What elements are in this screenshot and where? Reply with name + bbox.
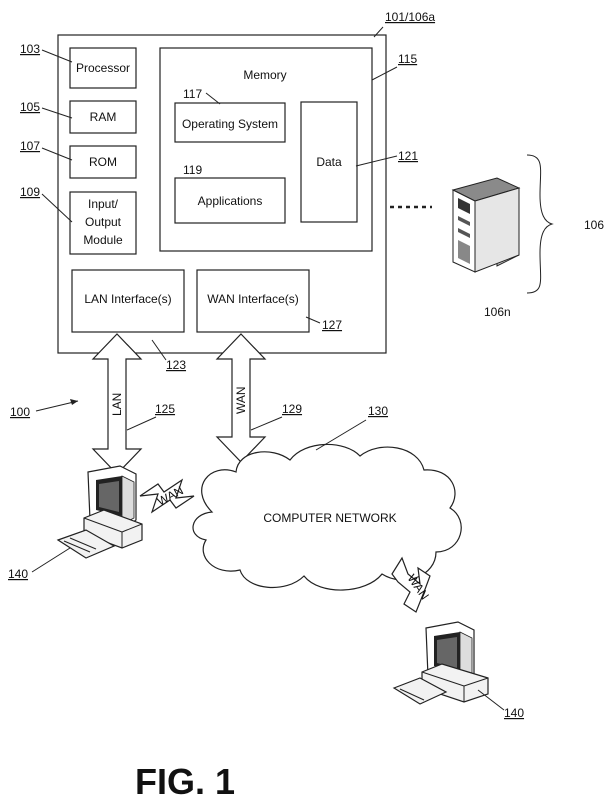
network-ref: 130 — [368, 404, 388, 418]
lan-link-label: LAN — [110, 393, 124, 416]
io-label-line2: Output — [85, 215, 122, 229]
left-terminal-ref: 140 — [8, 567, 28, 581]
server-tower-icon — [451, 177, 521, 273]
wan-interface-box — [196, 269, 310, 333]
desktop-computer-icon — [56, 465, 143, 559]
server-group-brace — [526, 154, 554, 294]
rom-box — [69, 145, 137, 179]
rom-label: ROM — [89, 155, 117, 169]
applications-ref: 119 — [183, 163, 202, 177]
right-terminal-ref: 140 — [504, 706, 524, 720]
os-label: Operating System — [182, 117, 278, 131]
data-box — [300, 101, 358, 223]
processor-ref: 103 — [20, 42, 40, 56]
applications-box — [174, 177, 286, 224]
system-ref: 100 — [10, 405, 30, 419]
server-group-ref: 106 — [584, 218, 604, 232]
wan-interface-label: WAN Interface(s) — [207, 292, 299, 306]
wan-interface-ref: 127 — [322, 318, 342, 332]
rom-ref: 107 — [20, 139, 40, 153]
figure-label: FIG. 1 — [135, 761, 235, 800]
computer-network-cloud — [192, 443, 462, 591]
server-item-ref: 106n — [484, 305, 511, 319]
lan-link-ref: 125 — [155, 402, 175, 416]
lan-link-arrow: LAN — [91, 333, 143, 475]
io-label-line3: Module — [83, 233, 123, 247]
data-ref: 121 — [398, 149, 418, 163]
desktop-computer-icon — [392, 621, 489, 705]
os-box — [174, 102, 286, 143]
wan-link-ref: 129 — [282, 402, 302, 416]
lan-interface-label: LAN Interface(s) — [84, 292, 171, 306]
processor-box — [69, 47, 137, 89]
ram-ref: 105 — [20, 100, 40, 114]
network-label: COMPUTER NETWORK — [263, 511, 396, 525]
applications-label: Applications — [198, 194, 263, 208]
io-module-box — [69, 191, 137, 255]
left-wireless-link: WAN — [139, 478, 195, 514]
wan-link-label: WAN — [234, 386, 248, 414]
io-ref: 109 — [20, 185, 40, 199]
processor-label: Processor — [76, 61, 130, 75]
ram-label: RAM — [90, 110, 117, 124]
lan-interface-ref: 123 — [166, 358, 186, 372]
lan-interface-box — [71, 269, 185, 333]
data-label: Data — [316, 155, 342, 169]
device-ref: 101/106a — [385, 10, 435, 24]
wan-link-arrow: WAN — [215, 333, 267, 463]
io-label-line1: Input/ — [88, 197, 119, 211]
os-ref: 117 — [183, 87, 202, 101]
memory-ref: 115 — [398, 52, 417, 66]
right-wireless-link: WAN — [391, 556, 432, 613]
memory-label: Memory — [243, 68, 286, 82]
